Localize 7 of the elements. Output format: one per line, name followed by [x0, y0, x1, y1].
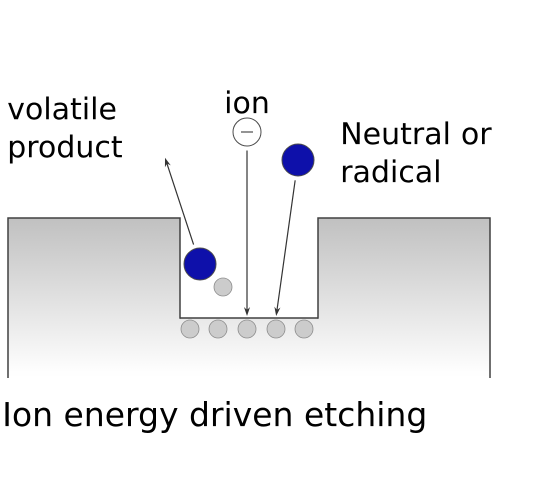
ion-icon [232, 118, 262, 146]
text-label: Neutral or radical [342, 121, 492, 183]
particle-icon [282, 144, 314, 176]
particle-icon [184, 248, 216, 280]
text-label: ion [226, 90, 268, 114]
caption: Ion energy driven etching [5, 401, 424, 433]
text-label: volatile product [8, 96, 122, 164]
